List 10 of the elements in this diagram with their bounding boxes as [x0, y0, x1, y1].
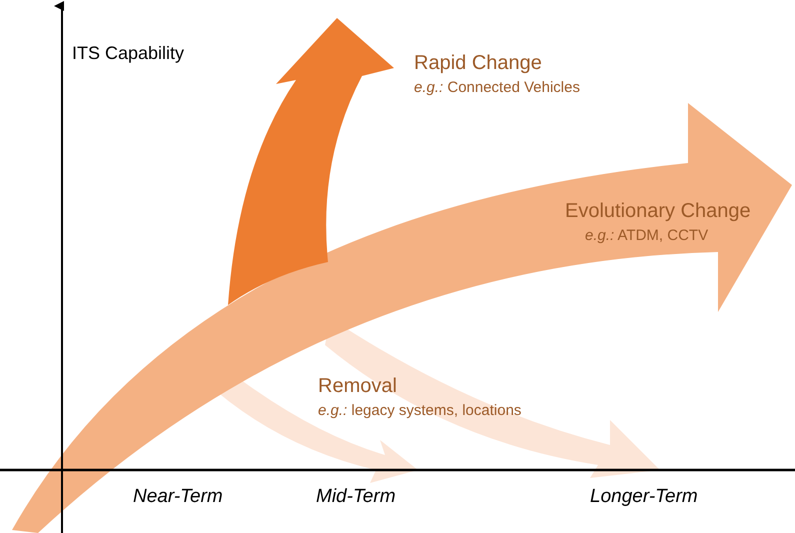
- heading-text: Evolutionary Change: [565, 200, 751, 222]
- example-text: e.g.: legacy systems, locations: [318, 403, 522, 420]
- axis-label: Longer-Term: [590, 487, 698, 508]
- axis-label: Mid-Term: [316, 487, 396, 508]
- example-text: e.g.: Connected Vehicles: [414, 80, 580, 96]
- example-text: e.g.: ATDM, CCTV: [585, 228, 708, 244]
- heading-text: Rapid Change: [414, 52, 542, 74]
- axis-label: Near-Term: [133, 487, 223, 508]
- axis-label: ITS Capability: [72, 44, 184, 64]
- heading-text: Removal: [318, 375, 397, 397]
